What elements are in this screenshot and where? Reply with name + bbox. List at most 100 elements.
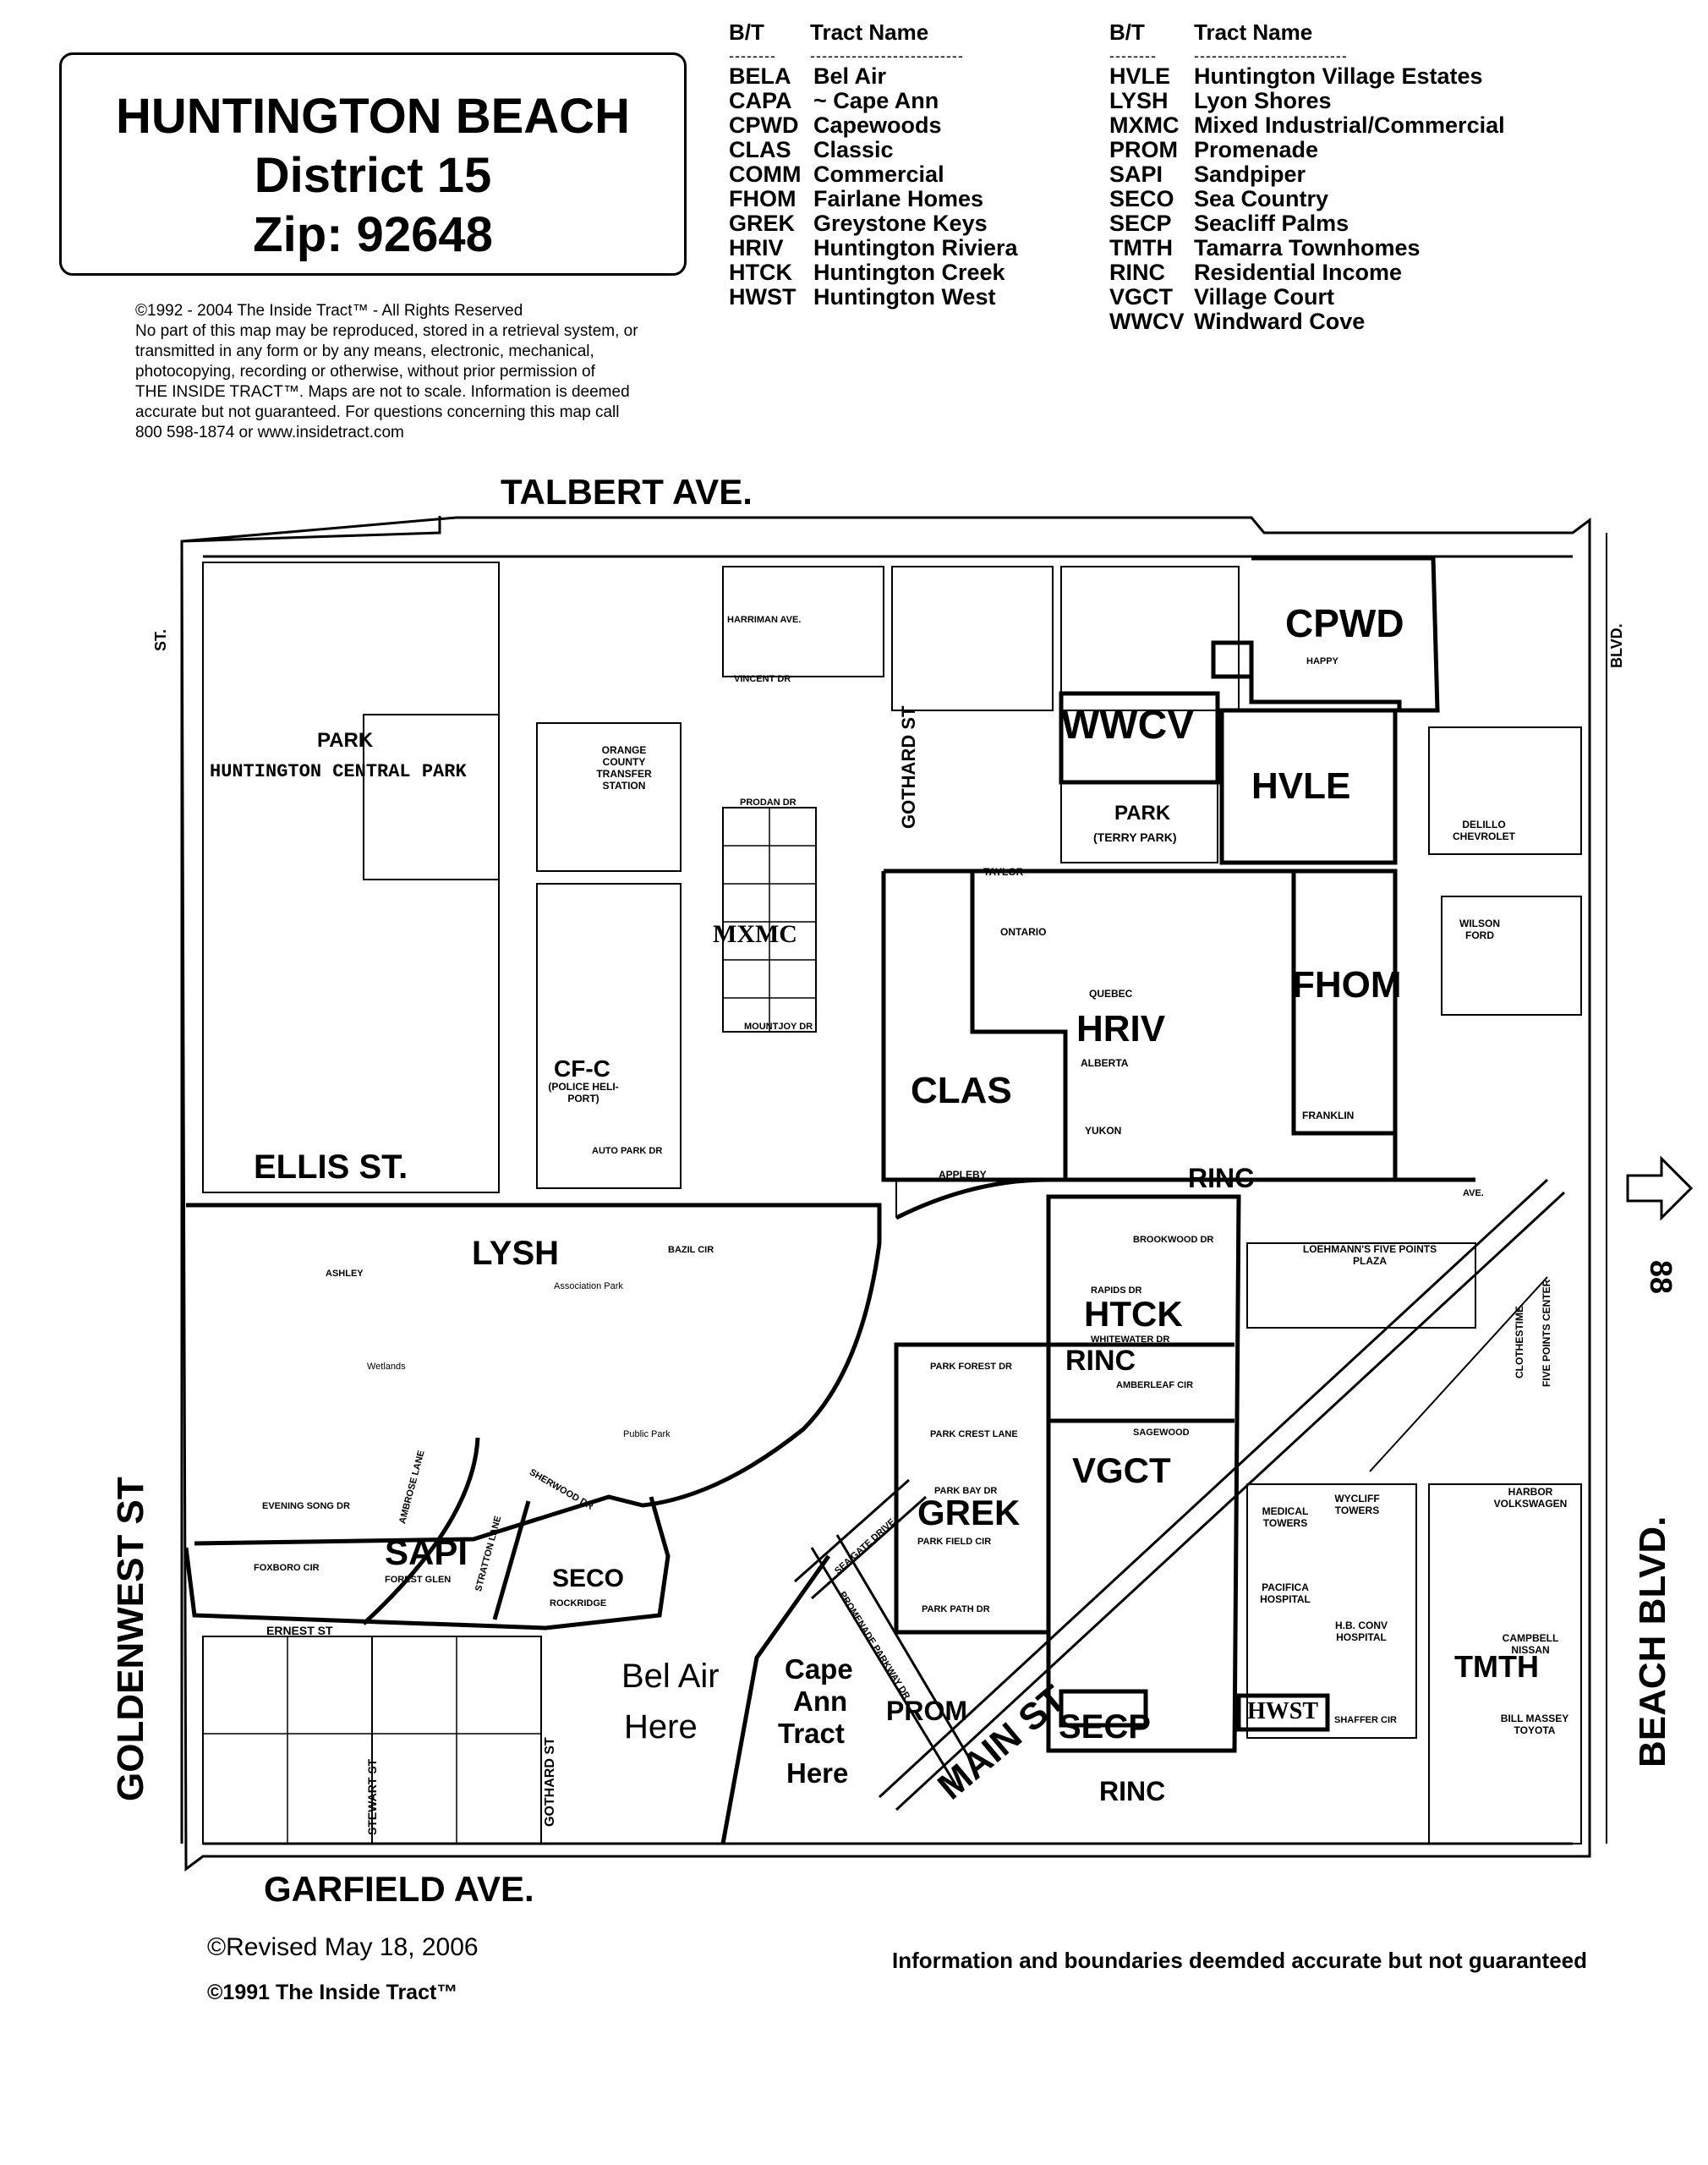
place-cape-1: Cape bbox=[785, 1653, 853, 1685]
legend-tract-name: Bel Air bbox=[813, 63, 887, 89]
place-loehmanns: LOEHMANN'S FIVE POINTS PLAZA bbox=[1302, 1243, 1437, 1267]
copyright-line: photocopying, recording or otherwise, wi… bbox=[135, 363, 595, 381]
legend-code: BELA bbox=[729, 63, 791, 89]
street-gothard-top: GOTHARD ST bbox=[898, 705, 919, 829]
legend-code: HRIV bbox=[729, 235, 784, 260]
copyright-line: transmitted in any form or by any means,… bbox=[135, 343, 594, 360]
place-park-2: PARK bbox=[1114, 802, 1171, 825]
tract-secp: SECP bbox=[1059, 1708, 1151, 1746]
legend-tract-name: Huntington Village Estates bbox=[1194, 63, 1483, 89]
copyright-line: accurate but not guaranteed. For questio… bbox=[135, 403, 620, 421]
legend-code: SECP bbox=[1109, 211, 1172, 236]
street-forest-glen: FOREST GLEN bbox=[385, 1575, 452, 1585]
legend-header-name: Tract Name bbox=[1194, 19, 1313, 45]
street-beach: BEACH BLVD. bbox=[1632, 1516, 1673, 1768]
tract-prom: PROM bbox=[886, 1696, 967, 1726]
tract-wwcv: WWCV bbox=[1061, 703, 1195, 748]
street-st-left: ST. bbox=[152, 628, 169, 651]
legend-tract-name: Commercial bbox=[813, 162, 944, 187]
legend-tract-name: Windward Cove bbox=[1194, 309, 1366, 334]
street-evening-song: EVENING SONG DR bbox=[262, 1501, 350, 1511]
street-yukon: YUKON bbox=[1085, 1125, 1122, 1137]
tract-grek: GREK bbox=[917, 1493, 1021, 1532]
legend-code: SAPI bbox=[1109, 162, 1163, 187]
legend-code: VGCT bbox=[1109, 284, 1174, 310]
place-bill-massey: BILL MASSEY TOYOTA bbox=[1500, 1713, 1569, 1736]
legend-row: MXMC Mixed Industrial/Commercial bbox=[1109, 113, 1505, 138]
street-talbert: TALBERT AVE. bbox=[501, 472, 753, 512]
place-hb-conv: H.B. CONV HOSPITAL bbox=[1334, 1620, 1388, 1643]
revised-date: ©Revised May 18, 2006 bbox=[207, 1933, 479, 1961]
street-ontario: ONTARIO bbox=[1000, 926, 1047, 938]
legend-tract-name: Capewoods bbox=[813, 112, 942, 138]
legend-tract-name: Mixed Industrial/Commercial bbox=[1194, 112, 1505, 138]
footer-disclaimer: Information and boundaries deemded accur… bbox=[892, 1948, 1587, 1973]
legend-tract-name: Classic bbox=[813, 137, 894, 162]
legend-row: GREK Greystone Keys bbox=[729, 211, 1018, 236]
legend-tract-name: Lyon Shores bbox=[1194, 88, 1332, 113]
tract-cpwd: CPWD bbox=[1285, 601, 1404, 645]
legend-tract-name: Promenade bbox=[1194, 137, 1319, 162]
tract-clas: CLAS bbox=[911, 1070, 1012, 1111]
legend-tract-name: Greystone Keys bbox=[813, 211, 988, 236]
tract-htck: HTCK bbox=[1084, 1294, 1183, 1334]
street-ave: AVE. bbox=[1463, 1188, 1484, 1198]
tract-rinc-3: RINC bbox=[1099, 1776, 1166, 1806]
street-park-field: PARK FIELD CIR bbox=[917, 1537, 992, 1547]
legend-code: FHOM bbox=[729, 186, 797, 211]
legend-header-bt: B/T bbox=[1109, 19, 1145, 45]
place-five-points: FIVE POINTS CENTER bbox=[1541, 1279, 1552, 1387]
legend-code: CLAS bbox=[729, 137, 791, 162]
legend-code: WWCV bbox=[1109, 309, 1185, 334]
legend-code: MXMC bbox=[1109, 112, 1180, 138]
legend-tract-name: ~ Cape Ann bbox=[813, 88, 939, 113]
legend-row: HVLE Huntington Village Estates bbox=[1109, 64, 1505, 89]
place-assoc-park: Association Park bbox=[554, 1281, 623, 1291]
legend-code: GREK bbox=[729, 211, 796, 236]
street-gothard-bottom: GOTHARD ST bbox=[543, 1737, 557, 1827]
legend-dash-bt: -------- bbox=[729, 47, 776, 64]
street-quebec: QUEBEC bbox=[1089, 988, 1133, 1000]
place-orange-county: ORANGE COUNTY TRANSFER STATION bbox=[596, 744, 652, 792]
legend-header-bt: B/T bbox=[729, 19, 764, 45]
legend-code: HTCK bbox=[729, 260, 792, 285]
legend-row: CAPA~ Cape Ann bbox=[729, 89, 1018, 113]
street-stewart: STEWART ST bbox=[365, 1758, 379, 1835]
tract-mxmc: MXMC bbox=[713, 920, 797, 948]
place-pacifica: PACIFICA HOSPITAL bbox=[1260, 1581, 1311, 1605]
street-blvd-right: BLVD. bbox=[1608, 623, 1625, 668]
street-franklin: FRANKLIN bbox=[1302, 1110, 1355, 1121]
tract-rinc-1: RINC bbox=[1188, 1163, 1255, 1193]
legend-code: RINC bbox=[1109, 260, 1165, 285]
tract-lysh: LYSH bbox=[472, 1235, 560, 1272]
tract-rinc-2: RINC bbox=[1065, 1345, 1136, 1377]
street-appleby: APPLEBY bbox=[939, 1169, 987, 1181]
copyright-notice: ©1992 - 2004 The Inside Tract™ - All Rig… bbox=[135, 301, 643, 443]
tract-hwst: HWST bbox=[1247, 1698, 1319, 1724]
legend-tract-name: Tamarra Townhomes bbox=[1194, 235, 1421, 260]
place-wilson: WILSON FORD bbox=[1459, 918, 1500, 941]
street-vincent: VINCENT DR bbox=[734, 674, 791, 684]
street-happy: HAPPY bbox=[1306, 656, 1338, 666]
place-terry-park: (TERRY PARK) bbox=[1093, 830, 1177, 844]
tract-seco: SECO bbox=[552, 1565, 625, 1592]
tract-sapi: SAPI bbox=[385, 1532, 468, 1572]
street-auto-park: AUTO PARK DR bbox=[592, 1146, 663, 1156]
street-park-crest: PARK CREST LANE bbox=[930, 1429, 1018, 1439]
legend-row: WWCV Windward Cove bbox=[1109, 310, 1505, 334]
street-rockridge: ROCKRIDGE bbox=[550, 1598, 607, 1609]
legend-tract-name: Residential Income bbox=[1194, 260, 1403, 285]
tract-tmth: TMTH bbox=[1454, 1649, 1539, 1684]
legend-code: HVLE bbox=[1109, 63, 1171, 89]
tract-cfc: CF-C bbox=[554, 1055, 610, 1082]
place-cape-3: Tract bbox=[778, 1718, 845, 1749]
